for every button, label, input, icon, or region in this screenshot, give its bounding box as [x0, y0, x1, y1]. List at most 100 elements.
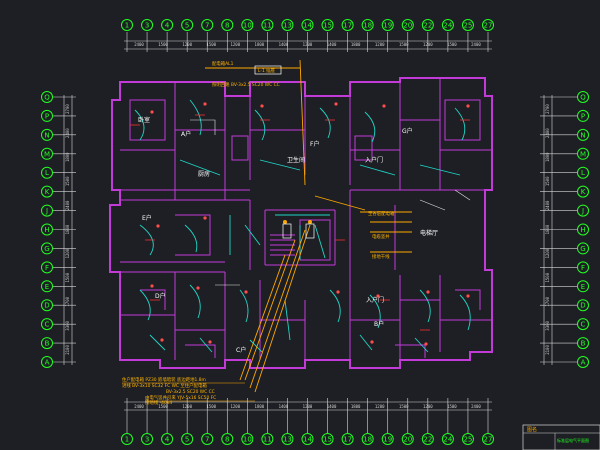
room-entry1: 入户门 — [365, 156, 383, 164]
axis-right-14-label: Q — [580, 94, 586, 102]
axis-bottom-5-bubble — [221, 433, 234, 445]
dim-right-2: 1700 — [545, 296, 550, 306]
axis-bottom-0-label: 1 — [125, 436, 129, 444]
room-f: F户 — [310, 140, 319, 148]
note-bot-4: 由电气竖井引来 YJV-5x16 SC50 FC — [145, 394, 216, 401]
building-walls — [109, 77, 493, 369]
room-b: B户 — [374, 320, 384, 328]
dim-right-7: 1500 — [545, 176, 550, 186]
axis-top-18-label: 27 — [484, 22, 493, 30]
axis-left-7-bubble — [41, 223, 53, 236]
dim-right-9: 2400 — [545, 128, 550, 138]
axis-left-5-label: F — [45, 264, 49, 272]
note-bot-2: 进线 BV-3x10 SC32 FC WC 至住户配电箱 — [122, 382, 207, 389]
electrical-fixtures — [150, 102, 470, 346]
dim-left-10: 2700 — [65, 104, 70, 114]
note-bot-5: 接地线 -40x4 — [145, 399, 172, 406]
axis-bottom-10-label: 15 — [323, 436, 332, 444]
axis-bottom-12-bubble — [361, 433, 374, 445]
axis-bottom-12-label: 18 — [363, 436, 372, 444]
axis-right-8-bubble — [577, 204, 589, 217]
axis-left-8-label: J — [45, 207, 48, 215]
dim-top-10: 1200 — [375, 42, 385, 47]
axis-bottom-0-bubble — [121, 433, 133, 445]
dim-top-5: 1800 — [255, 42, 265, 47]
axis-left-10-bubble — [41, 166, 53, 179]
axis-bottom-8-label: 13 — [283, 436, 292, 444]
axis-top-12-label: 18 — [363, 22, 372, 30]
dim-top-6: 1400 — [279, 42, 289, 47]
axis-right-11-bubble — [577, 147, 589, 160]
dim-right-5: 1800 — [545, 224, 550, 234]
axis-right-0-label: A — [581, 359, 586, 367]
axis-right-8-label: J — [581, 207, 584, 215]
axis-top-10-label: 15 — [323, 22, 332, 30]
axis-bottom-7-label: 11 — [263, 436, 272, 444]
axis-left-11-label: M — [44, 150, 50, 158]
axis-right-4-label: E — [581, 283, 585, 291]
axis-bottom-13-bubble — [381, 433, 394, 445]
dim-bottom-13: 1500 — [447, 404, 457, 409]
axis-right-5-label: F — [581, 264, 585, 272]
dim-top-12: 1200 — [423, 42, 433, 47]
axis-left-10-label: L — [45, 169, 49, 177]
axis-right-6-bubble — [577, 242, 589, 255]
room-bed: 卧室 — [138, 116, 150, 124]
axis-left-0-bubble — [41, 356, 53, 368]
axis-left-4-bubble — [41, 280, 53, 293]
axis-top-0-bubble — [121, 19, 133, 31]
axis-top-16-bubble — [441, 19, 454, 31]
dim-left-8: 1800 — [65, 152, 70, 162]
axis-right-13-bubble — [577, 109, 589, 122]
axis-left-12-bubble — [41, 128, 53, 141]
axis-right-2-label: C — [581, 321, 586, 329]
axis-right-10-bubble — [577, 166, 589, 179]
axis-bottom-1-bubble — [141, 433, 154, 445]
axis-top-14-bubble — [401, 19, 414, 31]
dim-right-3: 1500 — [545, 272, 550, 282]
note-top-b: 照明回路 BV-3x2.5 SC20 WC CC — [212, 81, 280, 88]
axis-right-12-bubble — [577, 128, 589, 141]
axis-top-3-bubble — [181, 19, 194, 31]
dim-bottom-9: 1800 — [351, 404, 361, 409]
axis-bottom-7-bubble — [261, 433, 274, 445]
axis-bottom-2-bubble — [161, 433, 174, 445]
axis-top-7-bubble — [261, 19, 274, 31]
room-kitchen: 厨房 — [198, 170, 210, 178]
axis-top-4-bubble — [201, 19, 214, 31]
axis-left-1-label: B — [45, 340, 50, 348]
axis-left-7-label: H — [44, 226, 49, 234]
axis-right-9-label: K — [581, 188, 586, 196]
axis-left-6-label: G — [44, 245, 49, 253]
axis-top-18-bubble — [482, 19, 494, 31]
axis-right-14-bubble — [577, 91, 589, 103]
room-a: A户 — [181, 130, 191, 138]
axis-bottom-17-bubble — [461, 433, 474, 445]
axis-top-17-label: 25 — [463, 22, 472, 30]
dim-top-13: 1500 — [447, 42, 457, 47]
axis-left-5-bubble — [41, 261, 53, 274]
dim-bottom-12: 1200 — [423, 404, 433, 409]
dim-right-10: 2700 — [545, 104, 550, 114]
room-d: D户 — [155, 292, 166, 300]
axis-bottom-3-bubble — [181, 433, 194, 445]
note-right-a: 接地干线 — [372, 253, 390, 260]
dim-bottom-2: 1200 — [182, 404, 192, 409]
dim-left-7: 1500 — [65, 176, 70, 186]
axis-top-8-label: 13 — [283, 22, 292, 30]
axis-top-5-bubble — [221, 19, 234, 31]
dim-bottom-4: 1200 — [230, 404, 240, 409]
dimension-lines — [63, 40, 553, 411]
axis-top-4-label: 7 — [205, 22, 209, 30]
axis-left-8-bubble — [41, 204, 53, 217]
axis-top-5-label: 8 — [225, 22, 229, 30]
note-bot-3: BV-3x2.5 SC20 WC CC — [166, 389, 215, 395]
axis-bottom-18-bubble — [482, 433, 494, 445]
axis-left-9-bubble — [41, 185, 53, 198]
axis-top-16-label: 24 — [443, 22, 452, 30]
axis-top-0-label: 1 — [125, 22, 129, 30]
axis-right-12-label: N — [580, 131, 585, 139]
dim-top-4: 1200 — [230, 42, 240, 47]
